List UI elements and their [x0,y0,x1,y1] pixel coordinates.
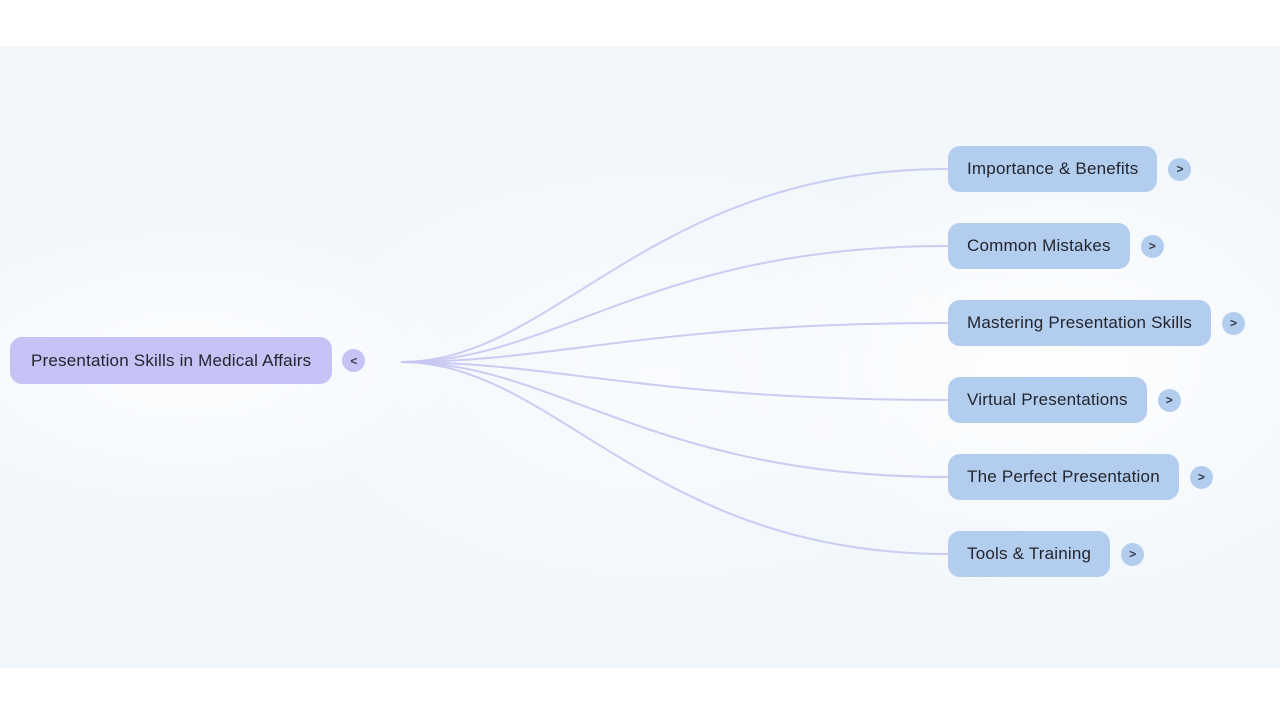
edge-path [401,361,948,478]
root-node[interactable]: Presentation Skills in Medical Affairs [10,337,333,384]
child-node[interactable]: The Perfect Presentation [948,454,1179,500]
top-letterbox-bar [0,0,1280,46]
edge-path [401,361,948,555]
child-node-row: Importance & Benefits > [948,146,1192,192]
edge-path [401,322,948,363]
expand-button[interactable]: > [1168,157,1192,181]
child-node[interactable]: Importance & Benefits [948,146,1158,192]
child-node-label: Tools & Training [967,544,1092,563]
root-node-row: Presentation Skills in Medical Affairs < [10,337,366,384]
child-node[interactable]: Mastering Presentation Skills [948,300,1212,346]
child-node-label: Common Mistakes [967,236,1111,255]
expand-button[interactable]: > [1157,388,1181,412]
child-node-row: Virtual Presentations > [948,377,1181,423]
child-node[interactable]: Common Mistakes [948,223,1130,269]
child-node-label: Mastering Presentation Skills [967,313,1193,332]
edge-path [401,245,948,363]
expand-button[interactable]: > [1222,311,1246,335]
child-node-row: Mastering Presentation Skills > [948,300,1246,346]
child-node-row: The Perfect Presentation > [948,454,1213,500]
root-node-label: Presentation Skills in Medical Affairs [31,350,312,370]
child-node-row: Tools & Training > [948,531,1145,577]
expand-button[interactable]: > [1140,234,1164,258]
child-node-label: The Perfect Presentation [967,467,1160,486]
child-node-row: Common Mistakes > [948,223,1164,269]
child-node[interactable]: Tools & Training [948,531,1111,577]
expand-button[interactable]: > [1121,542,1145,566]
child-node-label: Importance & Benefits [967,159,1139,178]
edge-path [401,168,948,363]
edge-path [401,361,948,401]
bottom-letterbox-bar [0,668,1280,720]
collapse-button[interactable]: < [342,349,366,372]
child-node-label: Virtual Presentations [967,390,1128,409]
expand-button[interactable]: > [1189,465,1213,489]
child-node[interactable]: Virtual Presentations [948,377,1147,423]
